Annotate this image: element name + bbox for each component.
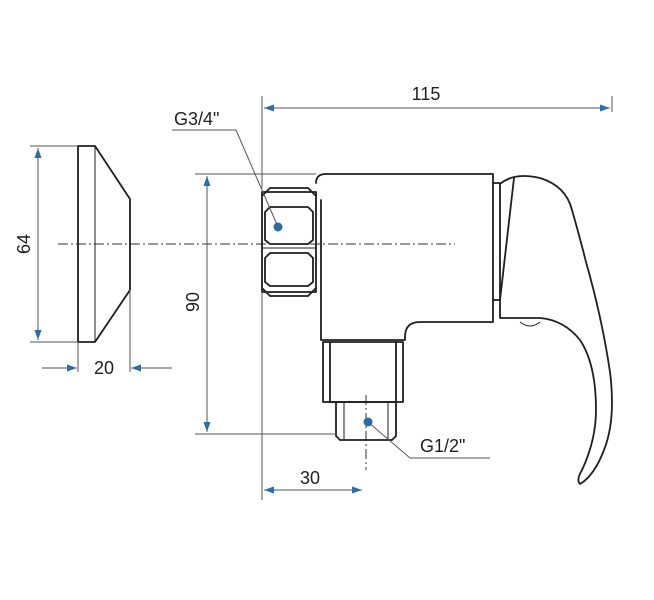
lever-handle: [499, 175, 613, 485]
leader-inlet-thread: G3/4": [172, 109, 279, 228]
valve-body: [261, 173, 501, 441]
dim-30-label: 30: [300, 468, 320, 488]
leader-outlet-thread: G1/2": [367, 421, 490, 459]
dim-115-label: 115: [412, 84, 441, 104]
dim-64-label: 64: [14, 234, 34, 254]
outlet-thread-label: G1/2": [420, 436, 465, 456]
dim-115: 115: [261, 84, 613, 188]
dim-20-label: 20: [94, 358, 114, 378]
dim-20: 20: [42, 290, 172, 378]
dim-90-label: 90: [183, 292, 203, 312]
dim-90: 90: [183, 173, 336, 435]
dim-30: 30: [261, 292, 362, 500]
dim-64: 64: [14, 145, 78, 343]
inlet-thread-label: G3/4": [174, 109, 219, 129]
